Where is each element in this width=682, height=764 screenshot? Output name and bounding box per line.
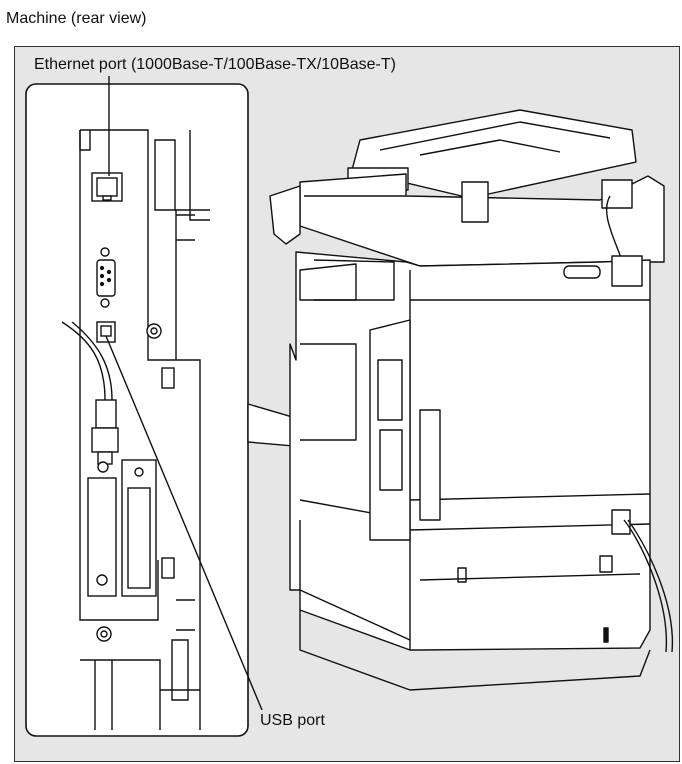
interface-board xyxy=(79,129,210,730)
serial-port-icon xyxy=(96,247,116,308)
leader-lines xyxy=(105,76,263,711)
figure-caption: Machine (rear view) xyxy=(6,10,147,27)
ethernet-port-icon xyxy=(91,172,123,202)
screw-markers xyxy=(96,323,175,642)
usb-leader xyxy=(105,335,263,711)
expansion-slots xyxy=(87,459,157,597)
usb-port-icon xyxy=(96,321,116,343)
machine-rear-view xyxy=(269,109,674,691)
usb-port-label: USB port xyxy=(260,712,325,729)
cable-connector-icon xyxy=(61,321,119,473)
ethernet-port-label: Ethernet port (1000Base-T/100Base-TX/10B… xyxy=(34,56,396,73)
